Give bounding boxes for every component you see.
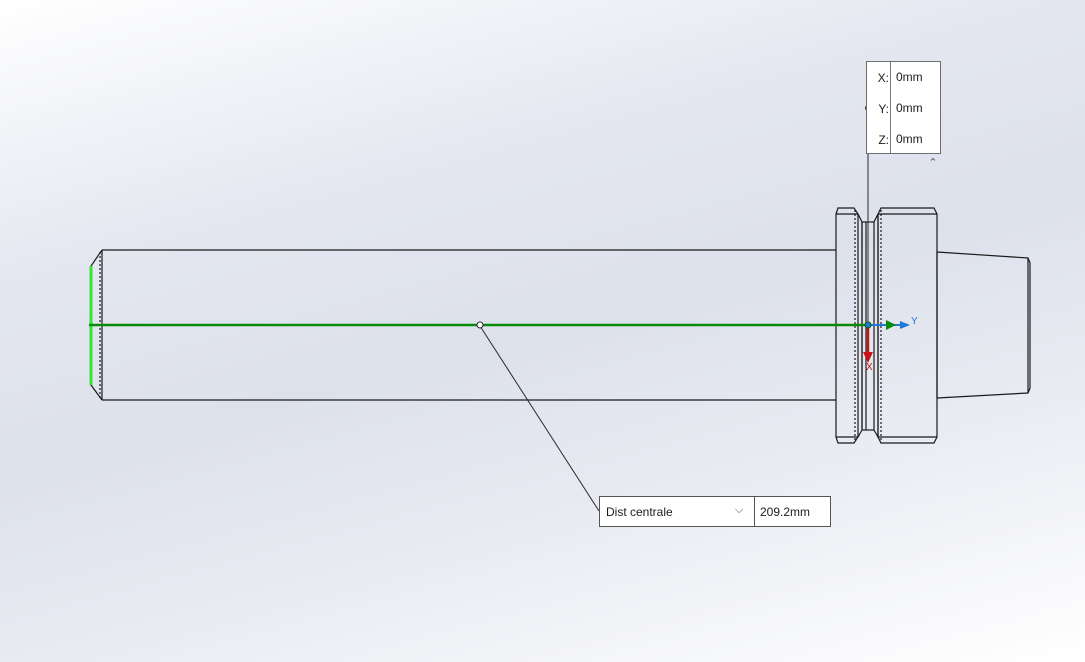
coord-z-field[interactable]: 0mm bbox=[896, 132, 923, 146]
coord-x-label: X: bbox=[877, 71, 889, 85]
triad-y-label: Y bbox=[911, 316, 918, 327]
origin-point bbox=[864, 321, 872, 329]
coord-row-x: X: 0mm bbox=[867, 62, 940, 93]
coord-y-label: Y: bbox=[878, 102, 889, 116]
coord-row-y: Y: 0mm bbox=[867, 93, 940, 124]
triad-y-arrow bbox=[900, 321, 910, 329]
triad-y-green-arrow bbox=[886, 320, 896, 330]
origin-triad[interactable]: Y X bbox=[863, 316, 918, 373]
leader-anchor-point bbox=[476, 321, 484, 329]
taper-end bbox=[936, 251, 1031, 399]
distance-input-panel: Dist centrale ⌵ 209.2mm bbox=[599, 496, 831, 527]
triad-x-label: X bbox=[866, 362, 873, 373]
collapse-chevron-up-icon[interactable]: ⌃ bbox=[928, 157, 938, 169]
flange-2 bbox=[877, 207, 938, 444]
coord-y-field[interactable]: 0mm bbox=[896, 101, 923, 115]
distance-value-field[interactable]: 209.2mm bbox=[760, 505, 811, 519]
chevron-down-icon[interactable]: ⌵ bbox=[735, 504, 744, 516]
coord-z-label: Z: bbox=[878, 133, 889, 147]
coord-separator bbox=[890, 62, 891, 153]
measure-option-label: Dist centrale bbox=[606, 505, 673, 519]
coord-x-field[interactable]: 0mm bbox=[896, 70, 923, 84]
triad-x-arrow bbox=[863, 352, 873, 363]
measure-option-dropdown[interactable]: Dist centrale ⌵ bbox=[600, 497, 755, 526]
distance-leader-line bbox=[479, 325, 600, 512]
coordinate-input-panel: X: 0mm Y: 0mm Z: 0mm bbox=[866, 61, 941, 154]
coord-row-z: Z: 0mm bbox=[867, 124, 940, 155]
